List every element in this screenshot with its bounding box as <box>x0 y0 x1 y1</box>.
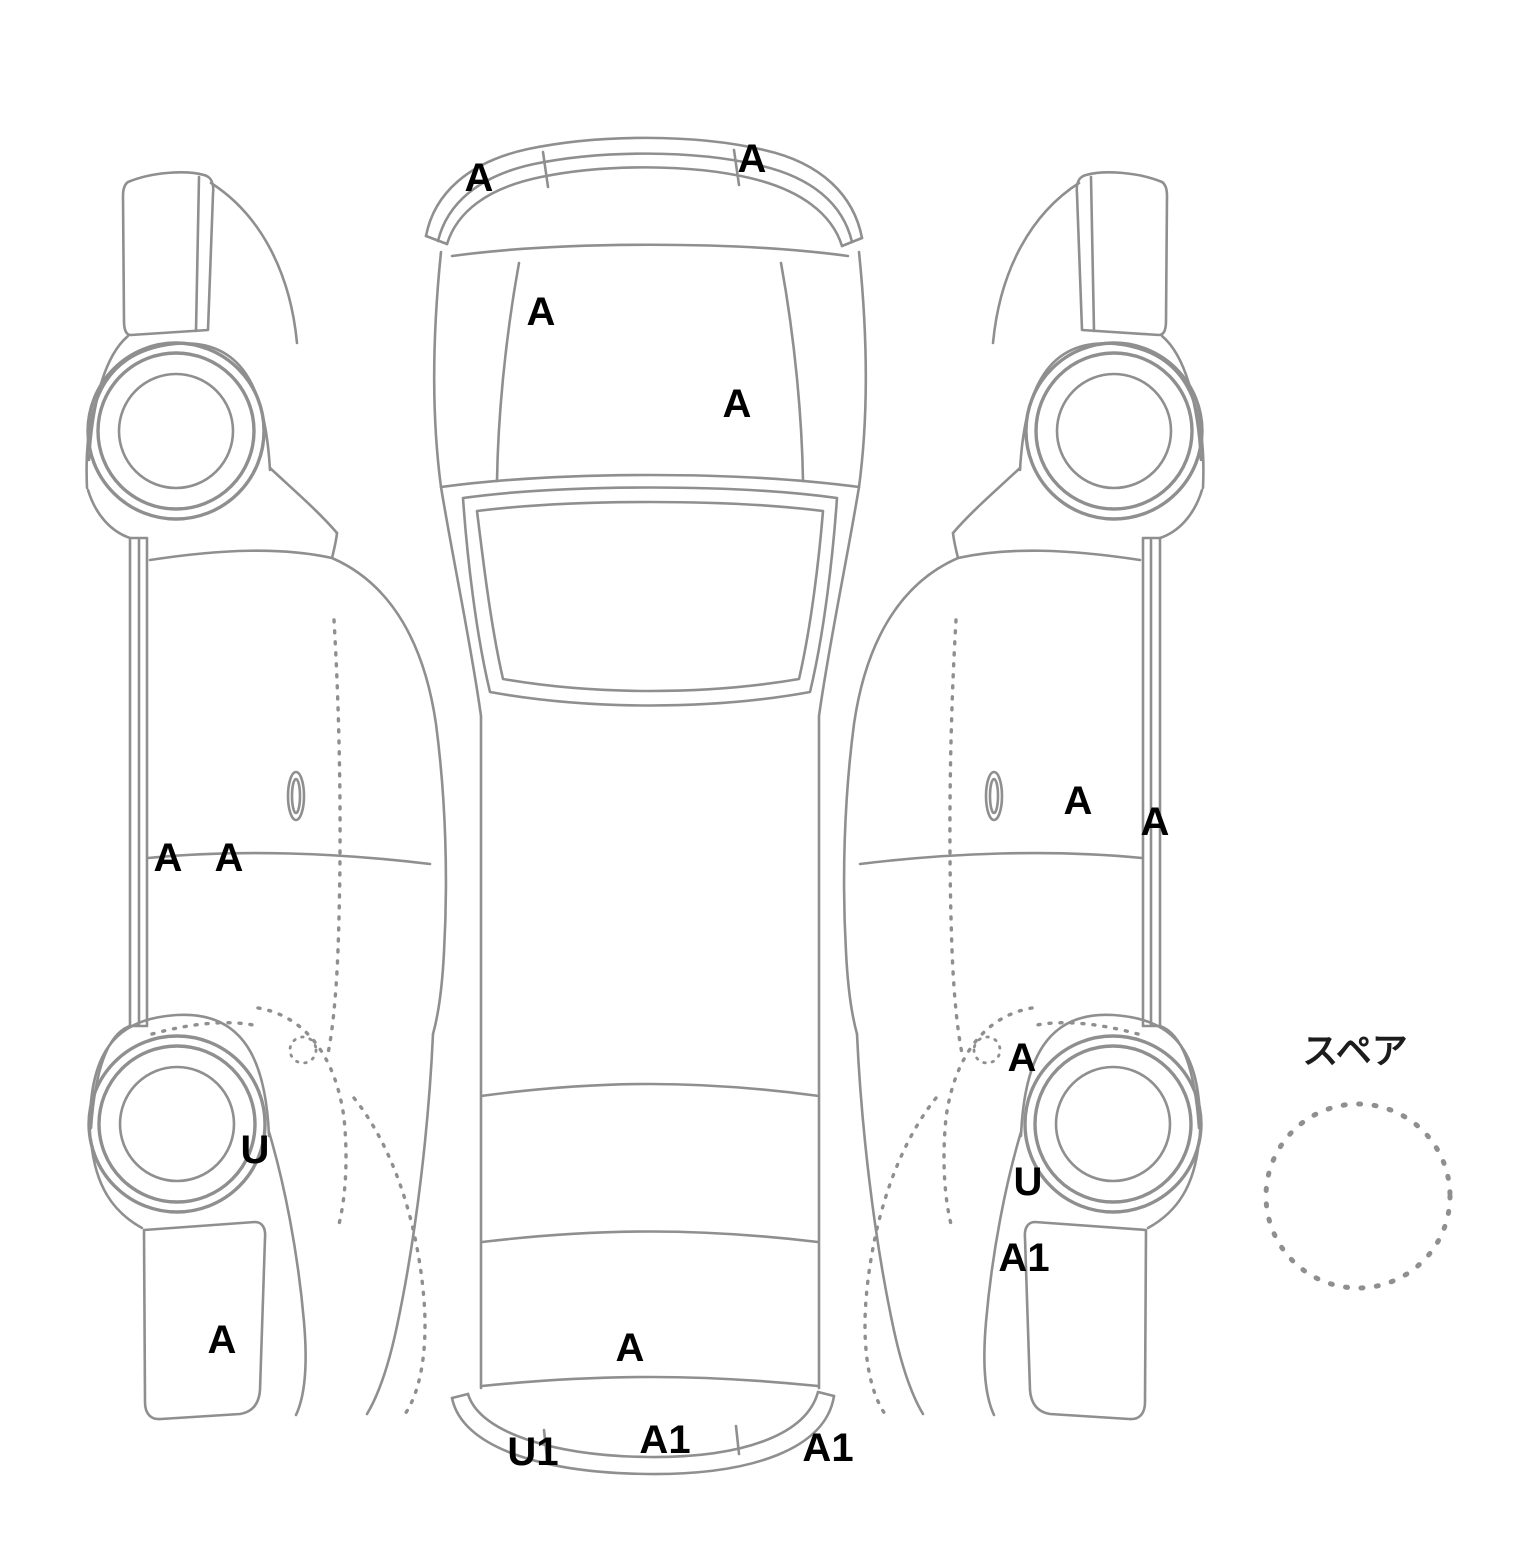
door-handle <box>286 770 306 822</box>
front-wheel-arch <box>85 342 272 490</box>
sill-to-rear-arch <box>89 1024 132 1130</box>
rear-wheel-arch <box>88 1013 271 1138</box>
rear-wheel <box>87 1034 267 1214</box>
front-bumper-mid-edge <box>436 152 854 244</box>
side-front-bumper-seam <box>194 175 201 333</box>
front-tire-inner <box>96 351 256 511</box>
rear-tire-inner <box>97 1044 257 1204</box>
damage-label-left-rear-wheel: U <box>240 1128 270 1172</box>
damage-label-left-side-sill-1: A <box>153 836 183 880</box>
damage-label-left-side-sill-2: A <box>214 836 244 880</box>
cabin-body <box>439 485 861 1390</box>
roof-rear-divider <box>479 1082 821 1098</box>
damage-label-right-rear-fender-lower: A1 <box>998 1236 1050 1280</box>
rocker-sill <box>128 536 149 1028</box>
arch-to-sill-connector <box>86 488 132 540</box>
trunk-rear-edge <box>480 1375 820 1388</box>
damage-label-top-front-bumper-left: A <box>464 156 494 200</box>
right-side-view <box>842 170 1206 1421</box>
arch-to-body-front <box>268 466 339 535</box>
hood <box>432 243 868 489</box>
side-front-bumper <box>121 171 215 337</box>
damage-label-right-side-sill: A <box>1140 800 1170 844</box>
rear-window-trunk-divider <box>480 1230 820 1244</box>
roofline <box>330 556 448 1036</box>
damage-label-rear-bumper-center: A1 <box>639 1418 691 1462</box>
hidden-rear-arch-line <box>256 1006 348 1230</box>
rear-bumper-cap-right <box>816 1390 836 1398</box>
side-rear-bumper-panel <box>142 1220 267 1421</box>
rear-bumper-cap-left <box>450 1392 470 1400</box>
rear-tire-outer <box>87 1034 267 1214</box>
spare-tire <box>1263 1101 1453 1291</box>
spare-tire-dotted-circle <box>1263 1101 1453 1291</box>
rear-bumper-seam-right <box>734 1424 741 1456</box>
side-fender-sweep <box>209 181 299 345</box>
windshield-outer <box>461 486 839 707</box>
body-side-left <box>439 485 483 1390</box>
front-bumper-inner-edge <box>445 166 844 248</box>
left-side-view <box>85 171 448 1421</box>
rear-quarter-edge <box>267 1130 307 1417</box>
arch-to-rear-bumper <box>89 1138 144 1230</box>
hood-side-right <box>857 250 868 489</box>
damage-label-right-side-door: A <box>1063 779 1093 823</box>
rear-bumper-seam-left <box>542 1428 549 1460</box>
rear-bumper <box>450 1390 836 1476</box>
hood-front-edge <box>450 243 850 258</box>
top-view <box>424 136 868 1476</box>
body-top-edge <box>148 549 334 562</box>
damage-label-rear-bumper-left: U1 <box>507 1430 559 1474</box>
rear-wheel-rim <box>118 1065 236 1183</box>
hood-side-left <box>432 250 443 489</box>
rear-quarter-outline <box>365 1032 435 1416</box>
front-bumper-cap-right <box>840 236 864 248</box>
front-bumper-seam-left <box>541 150 550 189</box>
body-side-right <box>817 485 861 1390</box>
hidden-rear-outline <box>352 1096 427 1420</box>
damage-label-hood-right: A <box>722 382 752 426</box>
rear-bumper-inner-edge <box>466 1390 820 1459</box>
cowl-line <box>439 473 861 489</box>
hidden-fender-top-line <box>150 1021 260 1036</box>
damage-label-trunk: A <box>615 1326 645 1370</box>
damage-label-right-rear-wheel: U <box>1013 1160 1043 1204</box>
front-bumper-cap-left <box>424 234 449 246</box>
windshield-inner <box>475 500 825 693</box>
roofline-connector <box>330 531 339 560</box>
door-crease-line <box>146 851 432 866</box>
front-wheel-rim <box>117 372 235 490</box>
damage-label-left-rear-bumper-side: A <box>207 1318 237 1362</box>
damage-label-top-front-bumper-right: A <box>737 137 767 181</box>
front-bumper <box>424 136 864 248</box>
rear-bumper-outer-edge <box>450 1394 836 1476</box>
spare-tire-label: スペア <box>1302 1030 1408 1071</box>
hood-crease-right <box>779 261 805 483</box>
damage-label-rear-bumper-right: A1 <box>802 1426 854 1470</box>
front-bumper-outer-edge <box>424 136 864 240</box>
fuel-cap-dotted <box>288 1035 318 1065</box>
door-handle-inner <box>290 777 302 815</box>
front-tire-outer <box>86 341 266 521</box>
front-wheel <box>86 341 266 521</box>
hood-crease-left <box>495 261 521 483</box>
door-handle-outer <box>286 770 306 822</box>
damage-label-hood-left: A <box>526 290 556 334</box>
hidden-pillar-line <box>325 618 342 1060</box>
windshield <box>461 486 839 707</box>
front-bumper-seam-right <box>732 148 741 187</box>
damage-label-right-rear-fender-upper: A <box>1007 1036 1037 1080</box>
